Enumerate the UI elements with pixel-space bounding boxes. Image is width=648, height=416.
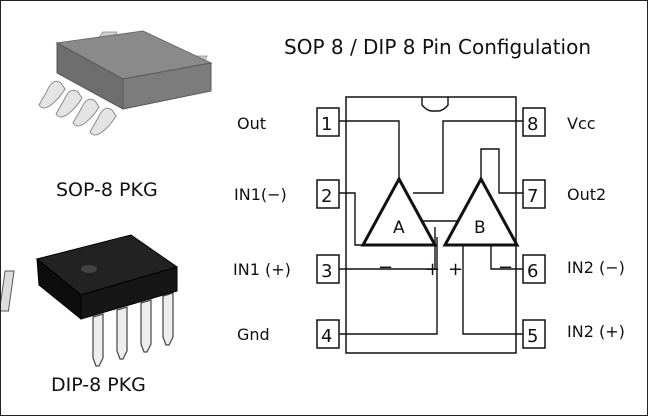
pin-1: 1 Out (237, 107, 340, 137)
svg-text:1: 1 (321, 114, 332, 135)
svg-text:2: 2 (321, 186, 332, 207)
pin-2-label: IN1(−) (234, 185, 287, 204)
internal-wiring (339, 120, 523, 335)
opamp-b-label: B (474, 218, 486, 238)
opamp-a-minus-sign: − (378, 257, 393, 278)
pin-6: 6 IN2 (−) (522, 254, 625, 284)
opamp-b-triangle (442, 175, 520, 247)
sop8-chip-illustration (38, 30, 213, 136)
figure-title: SOP 8 / DIP 8 Pin Configulation (284, 35, 591, 59)
dip8-chip-illustration (1, 234, 179, 367)
pin-3: 3 IN1 (+) (233, 254, 340, 284)
dip8-package-label: DIP-8 PKG (51, 374, 146, 396)
svg-text:3: 3 (321, 261, 332, 282)
pin-4: 4 Gnd (237, 319, 340, 349)
pin-7: 7 Out2 (522, 179, 606, 209)
opamp-a-plus-sign: + (425, 259, 440, 280)
ic-body-outline (345, 96, 517, 354)
pin-8-label: Vcc (567, 114, 596, 133)
pin-3-label: IN1 (+) (233, 260, 291, 279)
svg-text:6: 6 (527, 261, 538, 282)
pin-1-label: Out (237, 114, 266, 133)
opamp-b-minus-sign: − (498, 257, 513, 278)
svg-text:8: 8 (527, 114, 538, 135)
opamp-b-plus-sign: + (448, 259, 463, 280)
pin-2: 2 IN1(−) (234, 179, 340, 209)
opamp-a-triangle (360, 175, 438, 247)
pin-7-label: Out2 (567, 185, 606, 204)
pin-8: 8 Vcc (522, 107, 596, 137)
svg-text:4: 4 (321, 326, 332, 347)
ic-notch (421, 97, 449, 112)
pin-4-label: Gnd (237, 325, 270, 344)
svg-text:5: 5 (527, 326, 538, 347)
svg-text:7: 7 (527, 186, 538, 207)
pin-6-label: IN2 (−) (567, 258, 625, 277)
opamp-a-label: A (393, 218, 405, 238)
sop8-package-label: SOP-8 PKG (56, 179, 158, 201)
pin-5-label: IN2 (+) (567, 322, 625, 341)
pin-5: 5 IN2 (+) (522, 319, 625, 349)
